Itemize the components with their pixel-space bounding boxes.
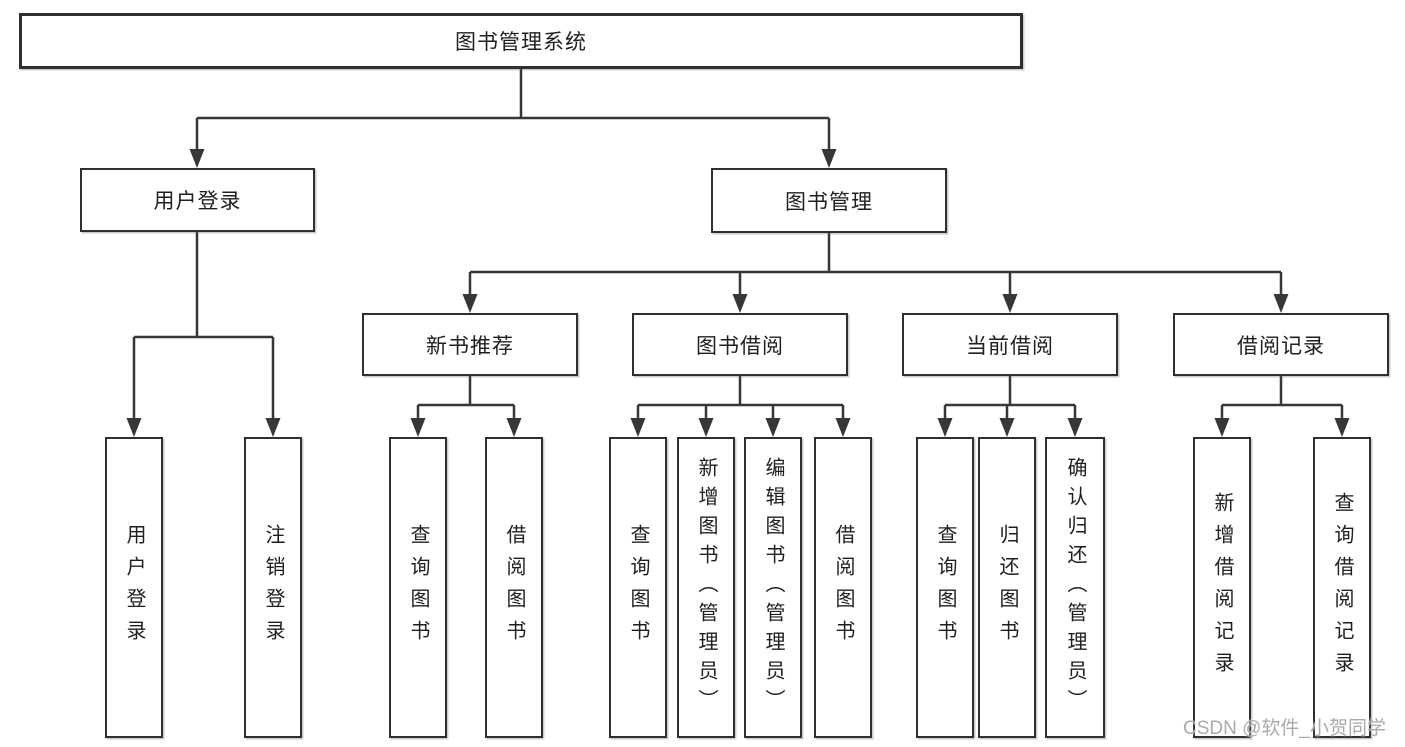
leaf-user-login: 用户登录 — [105, 437, 163, 738]
arrowhead-borrow-records — [1273, 294, 1289, 313]
arrowhead-return-book — [999, 418, 1015, 437]
leaf-edit-book-admin: 编辑图书（管理员） — [744, 437, 802, 738]
arrowhead-confirm-return — [1067, 418, 1083, 437]
leaf-confirm-return-admin-label: 确认归还（管理员） — [1064, 457, 1086, 718]
connector-book-borrow-children — [636, 376, 845, 419]
connector-root-to-level2 — [195, 69, 831, 150]
leaf-add-book-admin: 新增图书（管理员） — [677, 437, 735, 738]
arrowhead-current-borrow — [1002, 294, 1018, 313]
leaf-borrow-books-borrow-label: 借阅图书 — [832, 523, 854, 652]
arrowhead-new-book-recommend — [462, 294, 478, 313]
leaf-query-books-recommend: 查询图书 — [389, 437, 447, 738]
leaf-borrow-books-borrow: 借阅图书 — [814, 437, 872, 738]
node-book-management: 图书管理 — [711, 168, 947, 233]
arrowhead-query-books-3 — [937, 418, 953, 437]
node-user-login: 用户登录 — [80, 168, 315, 232]
arrowhead-query-books-1 — [410, 418, 426, 437]
leaf-add-borrow-record: 新增借阅记录 — [1193, 437, 1251, 738]
node-user-login-label: 用户登录 — [153, 190, 242, 213]
node-new-book-recommend-label: 新书推荐 — [426, 334, 514, 358]
node-book-borrow-label: 图书借阅 — [696, 334, 784, 358]
leaf-logout-label: 注销登录 — [262, 523, 284, 652]
leaf-add-book-admin-label: 新增图书（管理员） — [695, 457, 717, 718]
node-book-borrow: 图书借阅 — [632, 313, 848, 376]
leaf-user-login-label: 用户登录 — [123, 523, 145, 652]
leaf-query-borrow-record: 查询借阅记录 — [1313, 437, 1371, 738]
node-library-system-label: 图书管理系统 — [455, 31, 587, 54]
arrowhead-user-login — [189, 149, 205, 168]
node-current-borrow-label: 当前借阅 — [966, 334, 1054, 358]
csdn-watermark: CSDN @软件_小贺同学 — [1183, 718, 1386, 739]
arrowhead-book-management — [821, 149, 837, 168]
leaf-query-borrow-record-label: 查询借阅记录 — [1331, 491, 1353, 684]
node-book-management-label: 图书管理 — [785, 190, 873, 214]
connector-book-management-children — [468, 233, 1283, 295]
leaf-add-borrow-record-label: 新增借阅记录 — [1211, 491, 1233, 684]
arrowhead-leaf-user-login — [126, 418, 142, 437]
leaf-return-book-label: 归还图书 — [996, 523, 1018, 652]
arrowhead-query-books-2 — [630, 418, 646, 437]
arrowhead-edit-book — [765, 418, 781, 437]
arrowhead-borrow-books-2 — [835, 418, 851, 437]
arrowhead-borrow-books-1 — [506, 418, 522, 437]
leaf-confirm-return-admin: 确认归还（管理员） — [1045, 437, 1105, 738]
connector-user-login-children — [132, 232, 275, 419]
arrowhead-book-borrow — [732, 294, 748, 313]
leaf-borrow-books-recommend-label: 借阅图书 — [503, 523, 525, 652]
leaf-return-book: 归还图书 — [978, 437, 1036, 738]
node-library-system: 图书管理系统 — [19, 13, 1023, 69]
connector-new-book-recommend-children — [416, 376, 516, 419]
arrowhead-add-borrow-record — [1214, 418, 1230, 437]
leaf-query-books-borrow-label: 查询图书 — [627, 523, 649, 652]
node-new-book-recommend: 新书推荐 — [362, 313, 578, 376]
leaf-logout: 注销登录 — [244, 437, 302, 738]
leaf-query-books-borrow: 查询图书 — [609, 437, 667, 738]
node-current-borrow: 当前借阅 — [902, 313, 1118, 376]
arrowhead-leaf-logout — [265, 418, 281, 437]
connector-current-borrow-children — [943, 376, 1077, 419]
leaf-query-books-recommend-label: 查询图书 — [407, 523, 429, 652]
arrowhead-add-book — [698, 418, 714, 437]
node-borrow-records: 借阅记录 — [1173, 313, 1389, 376]
leaf-query-books-current: 查询图书 — [916, 437, 974, 738]
connector-borrow-records-children — [1220, 376, 1344, 419]
leaf-borrow-books-recommend: 借阅图书 — [485, 437, 543, 738]
arrowhead-query-borrow-record — [1334, 418, 1350, 437]
leaf-query-books-current-label: 查询图书 — [934, 523, 956, 652]
leaf-edit-book-admin-label: 编辑图书（管理员） — [762, 457, 784, 718]
node-borrow-records-label: 借阅记录 — [1237, 334, 1325, 358]
